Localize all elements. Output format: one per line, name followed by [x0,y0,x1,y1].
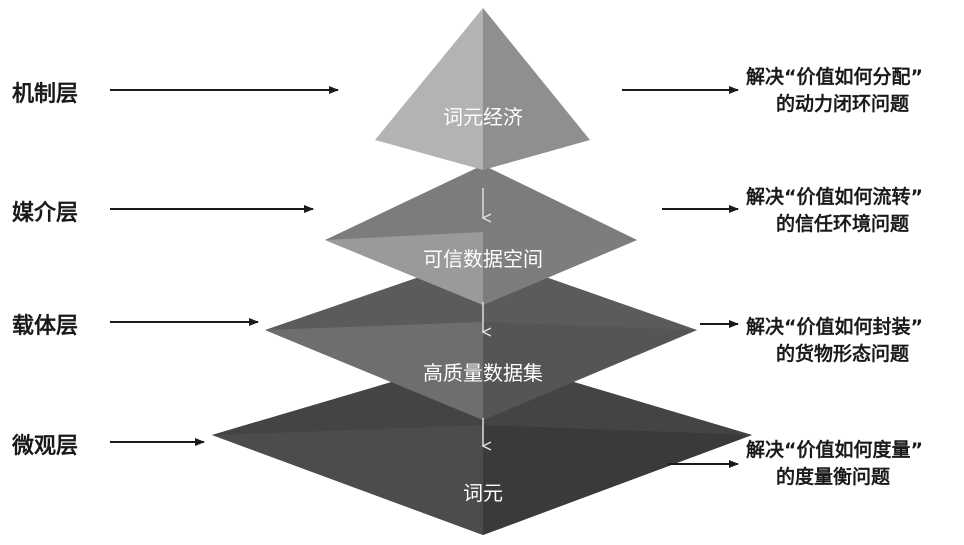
apex-right-face [483,8,590,170]
right-desc-mechanism: 解决“价值如何分配” 的动力闭环问题 [746,64,923,118]
tier-micro-right-face [483,425,752,535]
tier-carrier [265,255,697,420]
right-desc-medium: 解决“价值如何流转” 的信任环境问题 [746,184,923,238]
right-desc-medium-line1: 解决“价值如何流转” [746,186,923,208]
right-desc-carrier: 解决“价值如何封装” 的货物形态问题 [746,314,923,368]
right-desc-carrier-line1: 解决“价值如何封装” [746,316,923,338]
right-desc-carrier-line2: 的货物形态问题 [776,343,910,365]
tier-medium-right-face [483,232,637,305]
tier-label-mechanism: 词元经济 [443,105,523,129]
left-label-mechanism: 机制层 [12,82,79,107]
right-desc-micro-line2: 的度量衡问题 [776,466,891,488]
tier-mechanism [375,8,590,170]
tier-carrier-right-face [483,322,697,420]
tier-carrier-left-face [265,322,483,420]
left-label-micro: 微观层 [12,434,79,459]
tier-label-micro: 词元 [463,481,503,505]
tier-label-medium: 可信数据空间 [423,247,543,271]
right-desc-micro-line1: 解决“价值如何度量” [746,439,923,461]
right-desc-micro: 解决“价值如何度量” 的度量衡问题 [746,437,923,491]
left-label-medium: 媒介层 [12,201,79,226]
left-label-carrier: 载体层 [12,314,79,339]
tier-medium [325,165,637,305]
tier-label-carrier: 高质量数据集 [423,361,543,385]
tier-medium-left-face [325,232,483,305]
right-desc-medium-line2: 的信任环境问题 [776,213,910,235]
tier-micro-left-face [212,425,483,535]
right-desc-mechanism-line2: 的动力闭环问题 [776,93,910,115]
apex-left-face [375,8,483,170]
right-desc-mechanism-line1: 解决“价值如何分配” [746,66,923,88]
